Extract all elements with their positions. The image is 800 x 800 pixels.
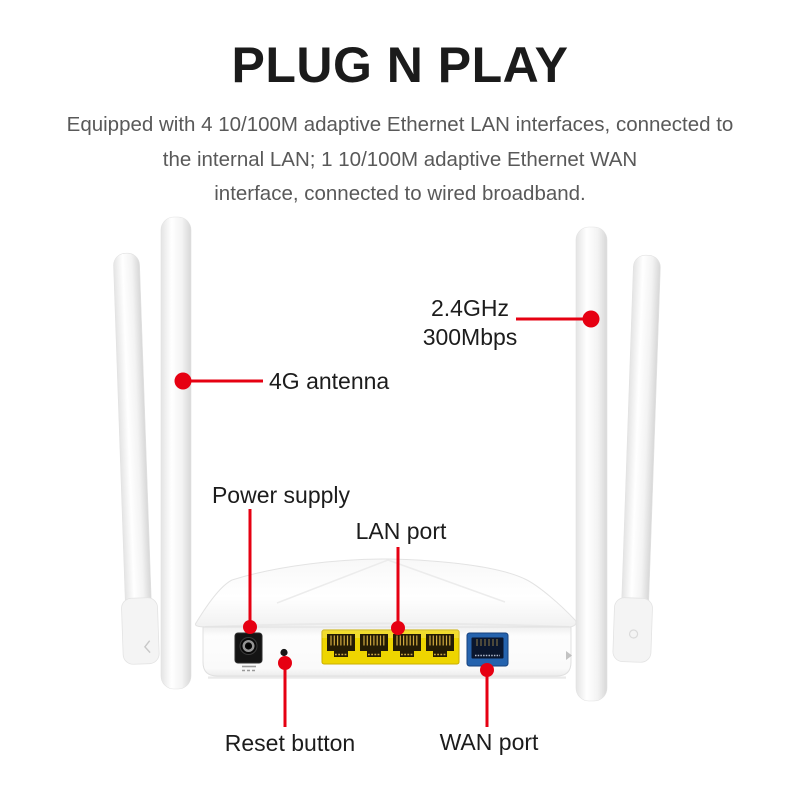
product-description: Equipped with 4 10/100M adaptive Etherne… [0,108,800,212]
description-line: the internal LAN; 1 10/100M adaptive Eth… [162,147,638,171]
label-wifi-spec: 2.4GHz 300Mbps [395,294,545,351]
page-title: PLUG N PLAY [231,37,569,93]
label-4g-antenna: 4G antenna [269,368,390,394]
callout-dot-power [243,620,257,634]
lan-port-2 [360,634,388,657]
lan-ports-block [321,629,460,665]
label-lan-port: LAN port [355,518,447,544]
antenna-outer-left [113,252,160,665]
wan-port [466,632,509,667]
power-jack [234,632,263,664]
wifi-speed: 300Mbps [422,323,518,350]
callout-dot-lan [391,621,405,635]
wifi-band: 2.4GHz [431,295,509,321]
description-line: interface, connected to wired broadband. [214,182,586,205]
antenna-inner-right [575,226,608,702]
callout-dot-reset [278,656,292,670]
label-reset-button: Reset button [224,730,356,756]
reset-hole [280,648,288,657]
callout-dot-4g-antenna [174,372,192,390]
lan-port-3 [393,634,421,657]
description-line: Equipped with 4 10/100M adaptive Etherne… [66,113,734,136]
callout-dot-wan [480,663,494,677]
antenna-inner-left [160,216,192,690]
router-body [194,558,577,679]
callouts [174,310,600,727]
callout-dot-wifi [582,310,600,328]
router-roof [194,558,577,628]
label-wan-port: WAN port [439,729,539,755]
dc-symbol-icon [242,665,256,672]
antenna-outer-right [612,254,661,663]
lan-port-1 [327,634,355,657]
label-power-supply: Power supply [211,482,351,508]
lan-port-4 [426,634,454,657]
